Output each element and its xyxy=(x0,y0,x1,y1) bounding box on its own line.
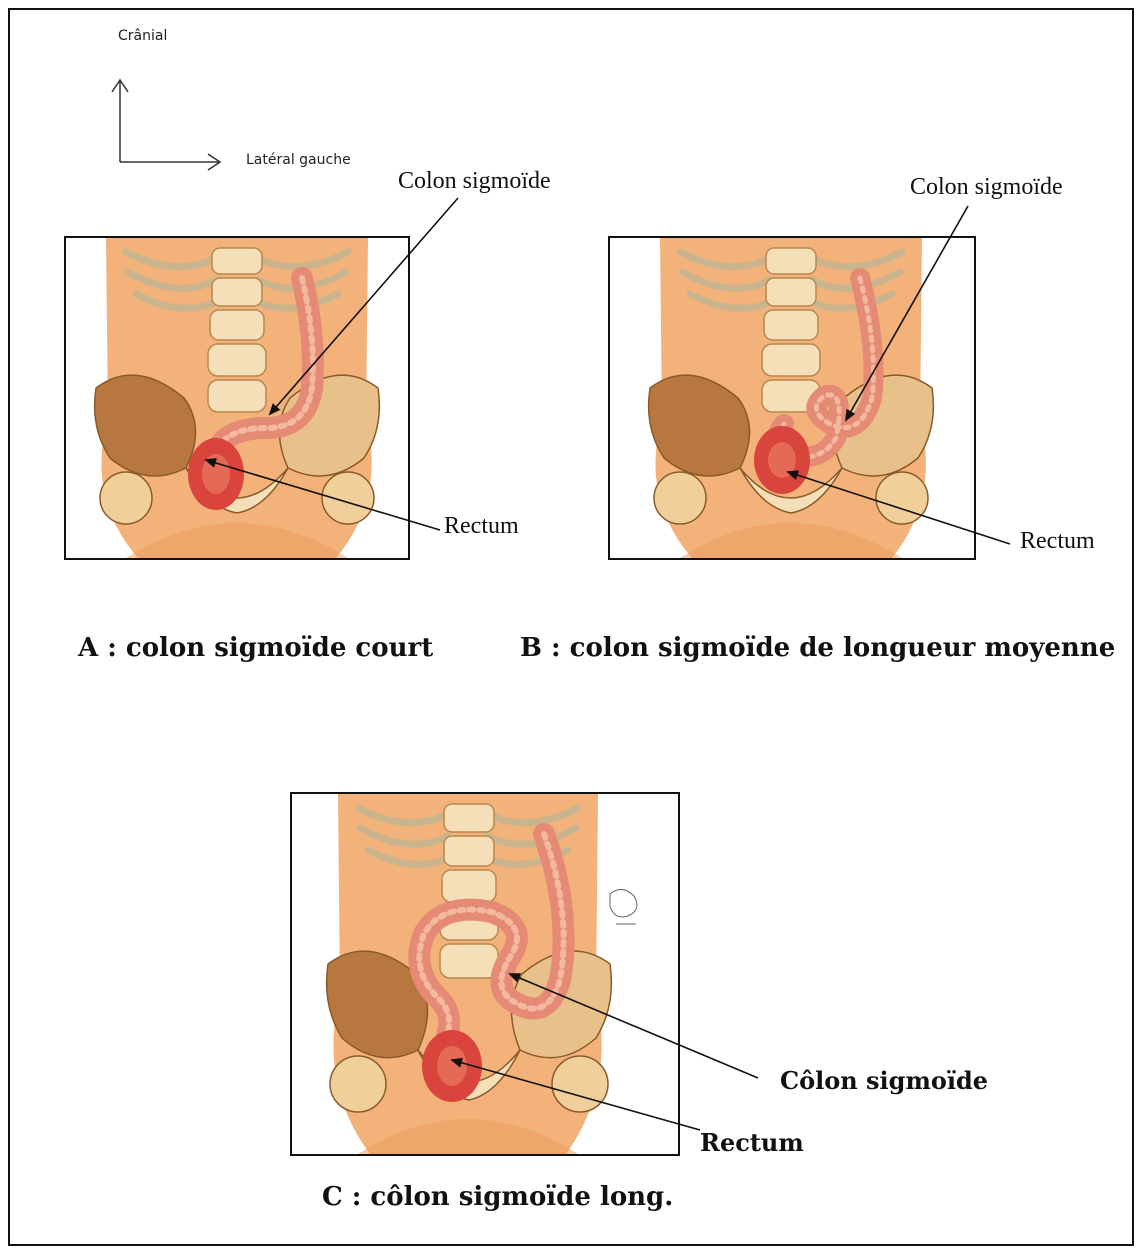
panel-b-rectum-leader xyxy=(788,472,1010,544)
panel-b-sigmoid-leader xyxy=(846,206,968,420)
panel-b-sigmoid-label: Colon sigmoïde xyxy=(910,174,1063,201)
panel-c-rectum-leader xyxy=(452,1060,700,1130)
panel-c-rectum-label: Rectum xyxy=(700,1128,804,1157)
panel-c-caption: C : côlon sigmoïde long. xyxy=(322,1182,673,1212)
panel-c-sigmoid-label: Côlon sigmoïde xyxy=(780,1066,988,1095)
panel-b-caption: B : colon sigmoïde de longueur moyenne xyxy=(520,633,1115,663)
panel-a-rectum-leader xyxy=(206,460,440,530)
panel-a-sigmoid-leader xyxy=(270,198,458,414)
panel-b-rectum-label: Rectum xyxy=(1020,528,1095,555)
panel-c-sigmoid-leader xyxy=(510,974,758,1078)
panel-a-rectum-label: Rectum xyxy=(444,513,519,540)
panel-a-sigmoid-label: Colon sigmoïde xyxy=(398,168,551,195)
panel-a-caption: A : colon sigmoïde court xyxy=(78,633,433,663)
